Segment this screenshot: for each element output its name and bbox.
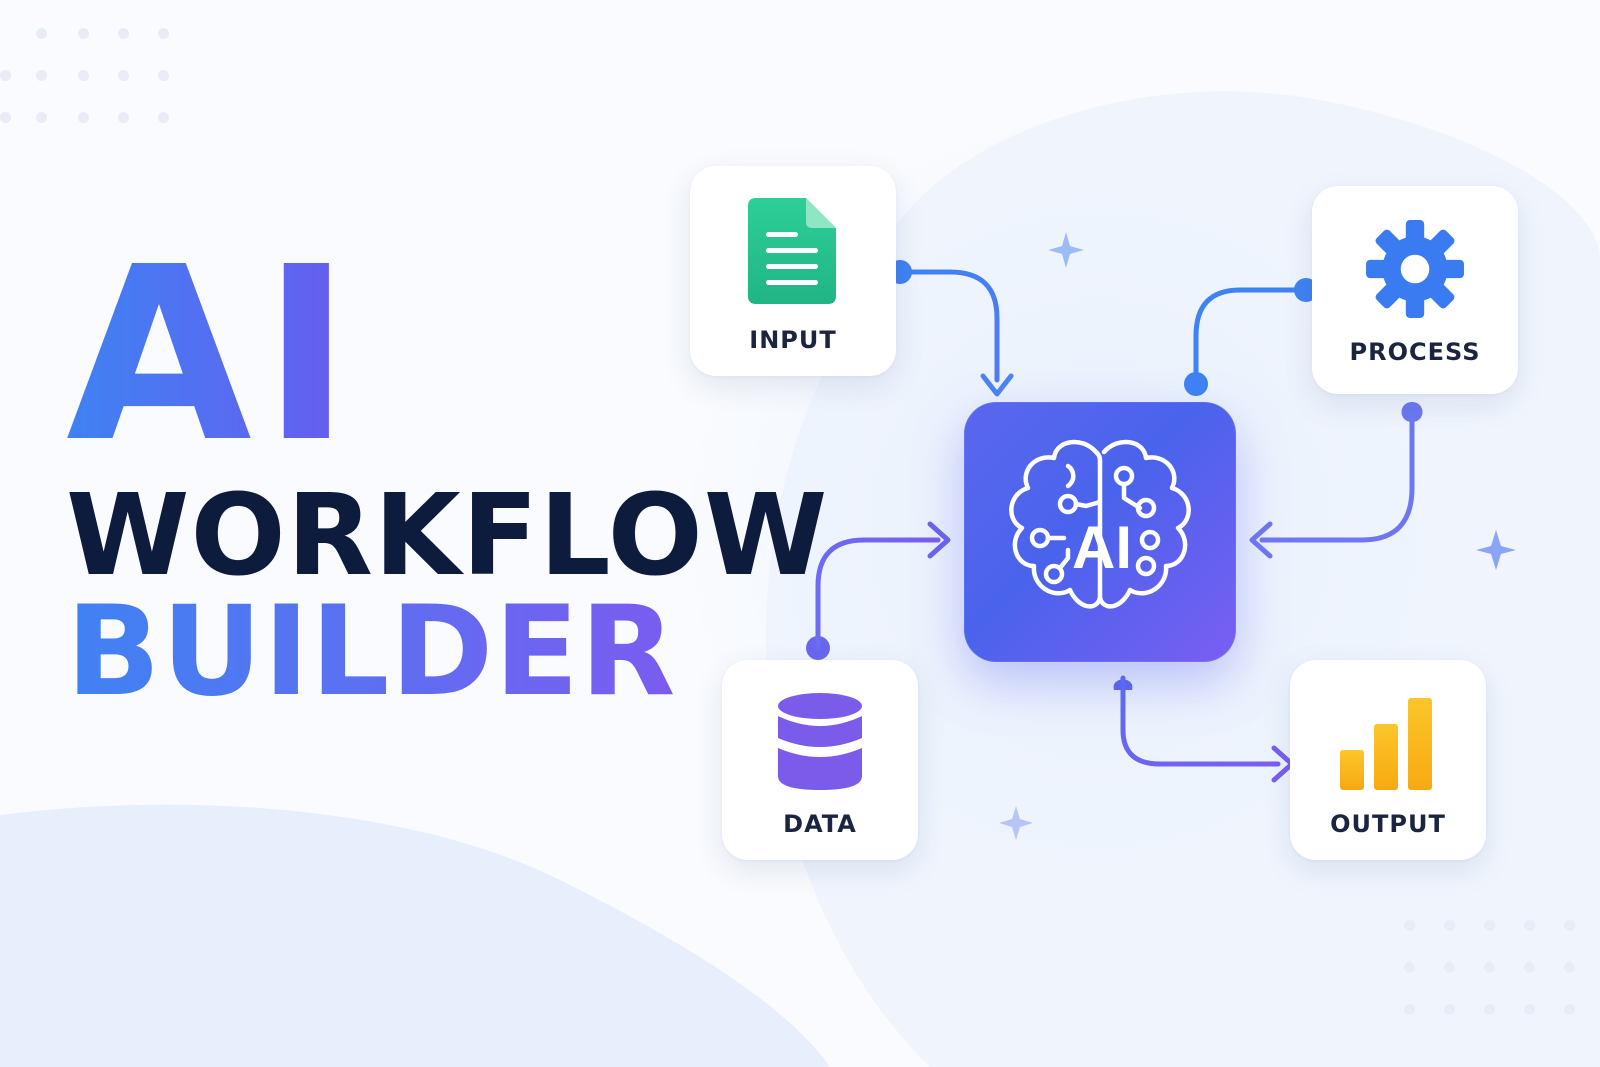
gear-icon: [1366, 220, 1464, 318]
title-ai: AI: [66, 215, 362, 495]
process-node-card[interactable]: PROCESS: [1312, 186, 1518, 394]
brain-circuit-icon: AI: [1009, 439, 1191, 609]
title-workflow: WORKFLOW: [66, 471, 829, 601]
title-builder: BUILDER: [66, 580, 677, 724]
data-node-card[interactable]: DATA: [722, 660, 918, 860]
input-node-label: INPUT: [749, 326, 837, 354]
dot-grid-bottom-right: [1404, 920, 1594, 1020]
data-node-label: DATA: [783, 810, 857, 838]
dot-grid-top-left: [0, 28, 180, 128]
bar-chart-icon: [1340, 698, 1432, 790]
document-icon: [748, 198, 836, 304]
input-node-card[interactable]: INPUT: [690, 166, 896, 376]
process-node-label: PROCESS: [1349, 338, 1481, 366]
ai-core-node[interactable]: AI: [964, 402, 1236, 662]
ai-core-label: AI: [1072, 514, 1132, 581]
output-node-label: OUTPUT: [1330, 810, 1446, 838]
database-icon: [778, 693, 862, 790]
output-node-card[interactable]: OUTPUT: [1290, 660, 1486, 860]
background-wave-bottom: [0, 804, 830, 1067]
